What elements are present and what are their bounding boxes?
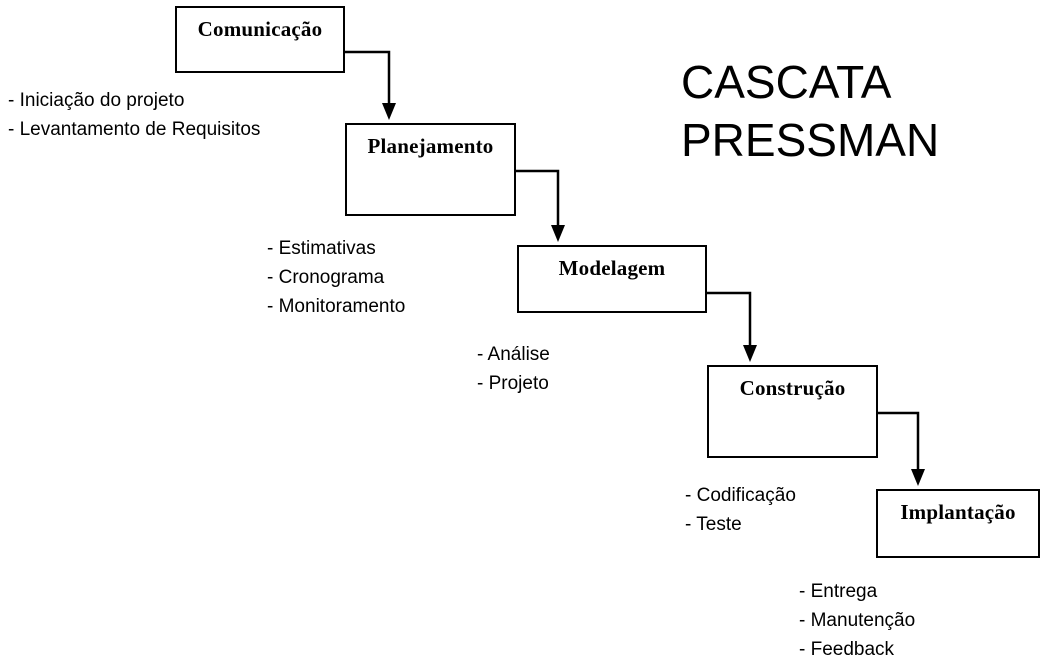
stage-label-construcao: Construção [739, 376, 846, 400]
arrow-construcao-to-implantacao [878, 411, 920, 470]
list-item: - Projeto [477, 373, 549, 394]
arrowhead-implantacao [911, 469, 925, 486]
stage-items-planejamento: - Estimativas - Cronograma - Monitoramen… [267, 234, 405, 321]
arrow-comunicacao-to-planejamento [345, 50, 391, 104]
stage-box-construcao: Construção [707, 365, 878, 458]
stage-items-modelagem: - Análise - Projeto [477, 340, 550, 398]
arrow-planejamento-to-modelagem [516, 169, 560, 226]
list-item: - Teste [685, 514, 742, 535]
arrowhead-construcao [743, 345, 757, 362]
diagram-title: CASCATA PRESSMAN [681, 53, 939, 169]
list-item: - Cronograma [267, 267, 385, 288]
list-item: - Iniciação do projeto [8, 90, 185, 111]
stage-label-planejamento: Planejamento [367, 134, 494, 158]
list-item: - Codificação [685, 485, 796, 506]
stage-items-implantacao: - Entrega - Manutenção - Feedback [799, 577, 915, 664]
arrowhead-planejamento [382, 103, 396, 120]
stage-items-comunicacao: - Iniciação do projeto - Levantamento de… [8, 86, 260, 144]
stage-box-comunicacao: Comunicação [175, 6, 345, 73]
list-item: - Manutenção [799, 610, 916, 631]
diagram-title-line1: CASCATA [681, 56, 892, 108]
diagram-title-line2: PRESSMAN [681, 114, 940, 166]
list-item: - Monitoramento [267, 296, 406, 317]
arrowhead-modelagem [551, 225, 565, 242]
stage-items-construcao: - Codificação - Teste [685, 481, 796, 539]
list-item: - Análise [477, 344, 550, 365]
list-item: - Levantamento de Requisitos [8, 119, 261, 140]
stage-box-modelagem: Modelagem [517, 245, 707, 313]
stage-box-implantacao: Implantação [876, 489, 1040, 558]
list-item: - Feedback [799, 639, 895, 660]
arrow-modelagem-to-construcao [707, 291, 752, 346]
list-item: - Estimativas [267, 238, 376, 259]
stage-label-modelagem: Modelagem [558, 256, 666, 280]
stage-label-comunicacao: Comunicação [197, 17, 323, 41]
list-item: - Entrega [799, 581, 878, 602]
stage-box-planejamento: Planejamento [345, 123, 516, 216]
stage-label-implantacao: Implantação [900, 500, 1016, 524]
